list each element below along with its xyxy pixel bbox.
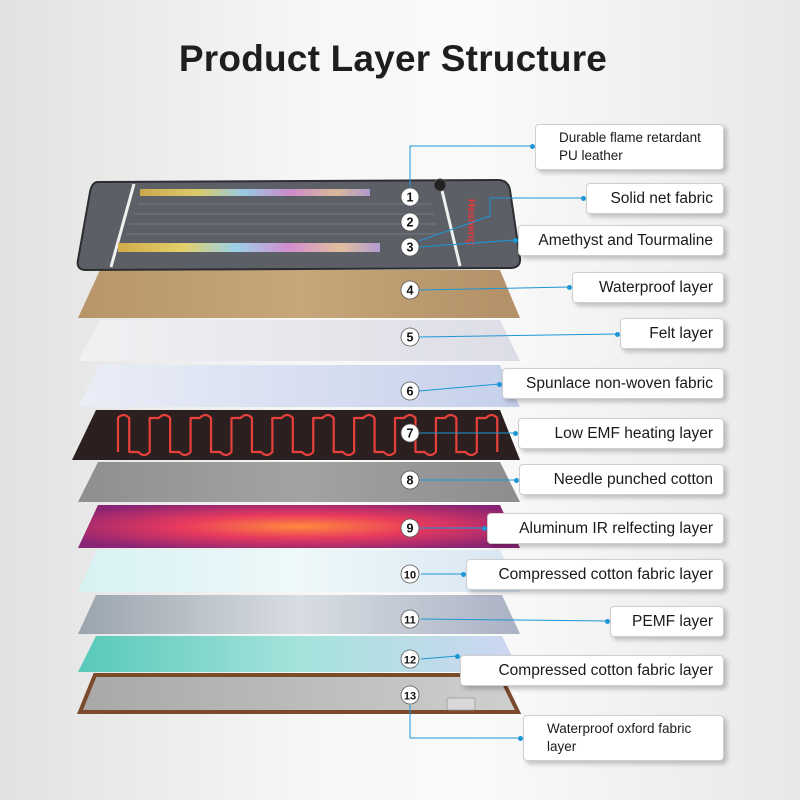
label-text: Felt layer <box>649 325 713 343</box>
layer-7-heating <box>72 410 520 460</box>
layer-4-waterproof <box>78 270 520 318</box>
layer-label-4: Waterproof layer <box>572 272 724 303</box>
layer-number-badge-8: 8 <box>401 471 419 489</box>
label-text: Spunlace non-woven fabric <box>526 375 713 393</box>
layer-number-badge-5: 5 <box>401 328 419 346</box>
badge-number: 9 <box>407 522 414 536</box>
label-text: PEMF layer <box>632 613 713 631</box>
badge-number: 7 <box>407 427 414 441</box>
layer-8-needle-cotton <box>78 462 520 502</box>
layer-13-oxford <box>80 675 518 712</box>
label-text: Needle punched cotton <box>554 471 713 489</box>
layer-number-badge-10: 10 <box>401 565 419 583</box>
badge-number: 1 <box>407 191 414 205</box>
layer-number-badge-4: 4 <box>401 281 419 299</box>
badge-number: 5 <box>407 331 414 345</box>
badge-number: 10 <box>404 570 416 582</box>
leader-dot-6 <box>497 382 502 387</box>
layer-number-badge-3: 3 <box>401 238 419 256</box>
layer-number-badge-2: 2 <box>401 213 419 231</box>
leader-dot-10 <box>461 572 466 577</box>
leader-dot-13 <box>518 736 523 741</box>
layer-5-felt <box>78 320 520 361</box>
layer-9-aluminum-ir <box>78 505 520 548</box>
layer-label-6: Spunlace non-woven fabric <box>502 368 724 399</box>
leader-dot-2 <box>581 196 586 201</box>
layer-label-2: Solid net fabric <box>586 183 724 214</box>
brand-logo: Hesheng <box>465 199 477 245</box>
layer-10-compressed-cotton <box>78 550 520 592</box>
label-text: Waterproof layer <box>599 279 713 297</box>
leader-dot-1 <box>530 144 535 149</box>
badge-number: 6 <box>407 385 414 399</box>
badge-number: 8 <box>407 474 414 488</box>
label-text: Amethyst and Tourmaline <box>538 232 713 250</box>
mat-connector <box>434 179 446 191</box>
leader-dot-3 <box>513 238 518 243</box>
layer-label-3: Amethyst and Tourmaline <box>518 225 724 256</box>
layer-label-5: Felt layer <box>620 318 724 349</box>
leader-dot-8 <box>514 478 519 483</box>
layer-label-8: Needle punched cotton <box>519 464 724 495</box>
layer-number-badge-6: 6 <box>401 382 419 400</box>
label-text: PU leather <box>559 147 623 165</box>
label-text: Compressed cotton fabric layer <box>498 566 713 584</box>
layer-number-badge-9: 9 <box>401 519 419 537</box>
leader-dot-7 <box>513 431 518 436</box>
layer-label-7: Low EMF heating layer <box>518 418 724 449</box>
layer-label-9: Aluminum IR relfecting layer <box>487 513 724 544</box>
layer-11-pemf <box>78 595 520 634</box>
label-text: Waterproof oxford fabric <box>547 720 691 738</box>
badge-number: 3 <box>407 241 414 255</box>
leader-dot-11 <box>605 619 610 624</box>
label-text: Compressed cotton fabric layer <box>498 662 713 680</box>
layer-label-11: PEMF layer <box>610 606 724 637</box>
label-text: Durable flame retardant <box>559 129 701 147</box>
gemstone-row-bottom <box>118 243 380 252</box>
badge-number: 4 <box>407 284 414 298</box>
layer-label-12: Compressed cotton fabric layer <box>460 655 724 686</box>
label-text: Aluminum IR relfecting layer <box>519 520 713 538</box>
layer-number-badge-11: 11 <box>401 610 419 628</box>
label-text: Low EMF heating layer <box>554 425 713 443</box>
badge-number: 12 <box>404 655 416 667</box>
layer-number-badge-13: 13 <box>401 686 419 704</box>
layer-number-badge-12: 12 <box>401 650 419 668</box>
label-text: layer <box>547 738 576 756</box>
layer-6-spunlace <box>78 365 520 407</box>
top-mat: Hesheng <box>78 179 520 270</box>
gemstone-row-top <box>140 189 370 196</box>
leader-dot-12 <box>455 654 460 659</box>
badge-number: 11 <box>404 615 416 627</box>
badge-number: 13 <box>404 691 416 703</box>
label-text: Solid net fabric <box>610 190 713 208</box>
layer-number-badge-7: 7 <box>401 424 419 442</box>
leader-dot-5 <box>615 332 620 337</box>
leader-dot-4 <box>567 285 572 290</box>
badge-number: 2 <box>407 216 414 230</box>
leader-dot-9 <box>482 526 487 531</box>
layer-label-10: Compressed cotton fabric layer <box>466 559 724 590</box>
layer-12-compressed-cotton <box>78 636 520 672</box>
layer-number-badge-1: 1 <box>401 188 419 206</box>
